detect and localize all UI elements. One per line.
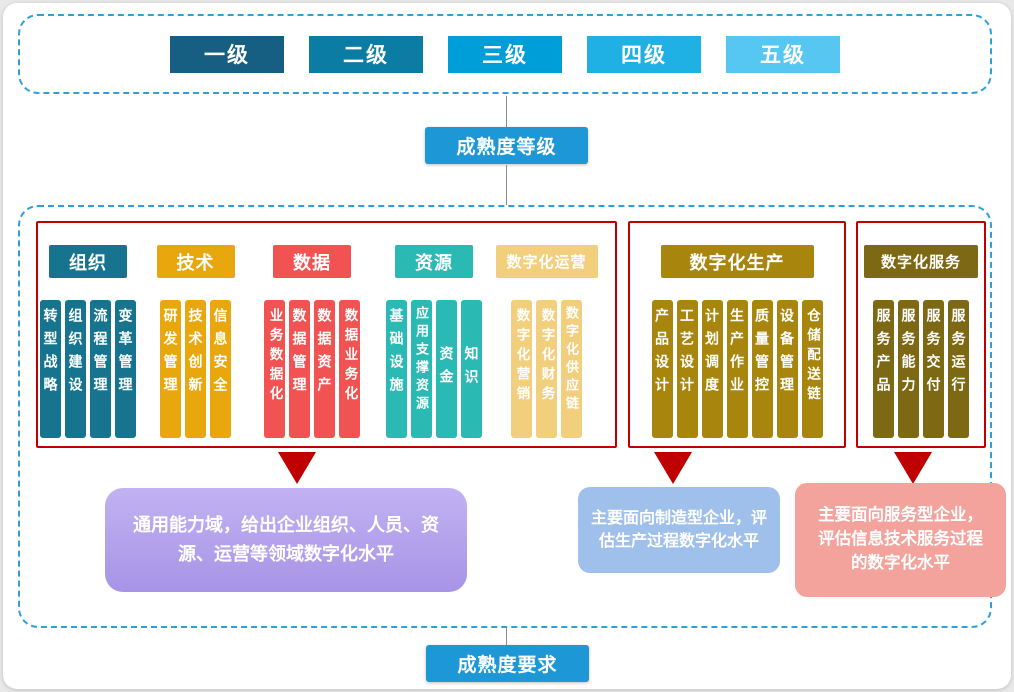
arrow-down-icon [894, 452, 932, 484]
maturity-level-label: 成熟度等级 [425, 127, 588, 164]
generic-capability-box: 组织 转型战略 组织建设 流程管理 变革管理 技术 研发管理 技术创新 信息安全… [36, 221, 617, 448]
capability-bar: 研发管理 [160, 300, 181, 438]
production-description-box: 主要面向制造型企业，评估生产过程数字化水平 [578, 487, 780, 573]
capability-bar: 数字化财务 [536, 300, 557, 438]
production-capability-box: 数字化生产 产品设计 工艺设计 计划调度 生产作业 质量管控 设备管理 仓储配送… [628, 221, 846, 448]
category-header-technology: 技术 [156, 245, 235, 278]
capability-group-digital-operation: 数字化运营 数字化营销 数字化财务 数字化供应链 [495, 245, 598, 438]
bars-digital-operation: 数字化营销 数字化财务 数字化供应链 [511, 300, 582, 438]
generic-description-box: 通用能力域，给出企业组织、人员、资源、运营等领域数字化水平 [105, 488, 467, 592]
capability-bar: 数字化营销 [511, 300, 532, 438]
category-header-digital-operation: 数字化运营 [495, 245, 598, 278]
capability-bar: 设备管理 [776, 300, 798, 438]
capability-bar: 应用支撑资源 [411, 300, 432, 438]
capability-bar: 变革管理 [115, 300, 136, 438]
capability-domains-panel [18, 205, 992, 628]
maturity-levels-panel: 一级 二级 三级 四级 五级 [18, 14, 992, 94]
bars-digital-service: 服务产品 服务能力 服务交付 服务运行 [873, 300, 969, 438]
capability-bar: 业务数据化 [264, 300, 285, 438]
bars-resource: 基础设施 应用支撑资源 资金 知识 [386, 300, 482, 438]
capability-bar: 计划调度 [701, 300, 723, 438]
capability-bar: 数据管理 [289, 300, 310, 438]
maturity-requirement-label: 成熟度要求 [426, 645, 589, 682]
capability-bar: 工艺设计 [676, 300, 698, 438]
capability-bar: 数据业务化 [339, 300, 360, 438]
capability-bar: 组织建设 [65, 300, 86, 438]
capability-bar: 仓储配送链 [801, 300, 823, 438]
category-header-data: 数据 [273, 245, 351, 278]
category-header-organization: 组织 [49, 245, 127, 278]
capability-bar: 服务运行 [948, 300, 969, 438]
connector-line-top [506, 96, 507, 128]
capability-group-technology: 技术 研发管理 技术创新 信息安全 [156, 245, 235, 438]
capability-bar: 知识 [461, 300, 482, 438]
capability-bar: 产品设计 [651, 300, 673, 438]
level-1-badge: 一级 [170, 35, 284, 73]
level-4-badge: 四级 [587, 35, 701, 73]
category-header-digital-production: 数字化生产 [660, 245, 814, 278]
capability-bar: 数字化供应链 [561, 300, 582, 438]
category-header-resource: 资源 [395, 245, 473, 278]
capability-bar: 资金 [436, 300, 457, 438]
capability-bar: 基础设施 [386, 300, 407, 438]
capability-bar: 质量管控 [751, 300, 773, 438]
bars-technology: 研发管理 技术创新 信息安全 [160, 300, 231, 438]
service-capability-box: 数字化服务 服务产品 服务能力 服务交付 服务运行 [856, 221, 986, 448]
capability-group-organization: 组织 转型战略 组织建设 流程管理 变革管理 [40, 245, 136, 438]
bars-organization: 转型战略 组织建设 流程管理 变革管理 [40, 300, 136, 438]
capability-bar: 生产作业 [726, 300, 748, 438]
connector-line-middle [506, 165, 507, 205]
level-5-badge: 五级 [726, 35, 840, 73]
bars-data: 业务数据化 数据管理 数据资产 数据业务化 [264, 300, 360, 438]
connector-line-bottom [506, 628, 507, 646]
capability-bar: 服务产品 [873, 300, 894, 438]
category-header-digital-service: 数字化服务 [863, 245, 978, 278]
bars-digital-production: 产品设计 工艺设计 计划调度 生产作业 质量管控 设备管理 仓储配送链 [651, 300, 823, 438]
level-2-badge: 二级 [309, 35, 423, 73]
level-3-badge: 三级 [448, 35, 562, 73]
capability-bar: 服务交付 [923, 300, 944, 438]
capability-bar: 流程管理 [90, 300, 111, 438]
capability-group-data: 数据 业务数据化 数据管理 数据资产 数据业务化 [264, 245, 360, 438]
capability-group-resource: 资源 基础设施 应用支撑资源 资金 知识 [386, 245, 482, 438]
capability-bar: 服务能力 [898, 300, 919, 438]
capability-bar: 技术创新 [185, 300, 206, 438]
capability-bar: 信息安全 [210, 300, 231, 438]
capability-bar: 转型战略 [40, 300, 61, 438]
arrow-down-icon [654, 452, 692, 484]
capability-bar: 数据资产 [314, 300, 335, 438]
arrow-down-icon [278, 452, 316, 484]
service-description-box: 主要面向服务型企业，评估信息技术服务过程的数字化水平 [795, 483, 1006, 597]
